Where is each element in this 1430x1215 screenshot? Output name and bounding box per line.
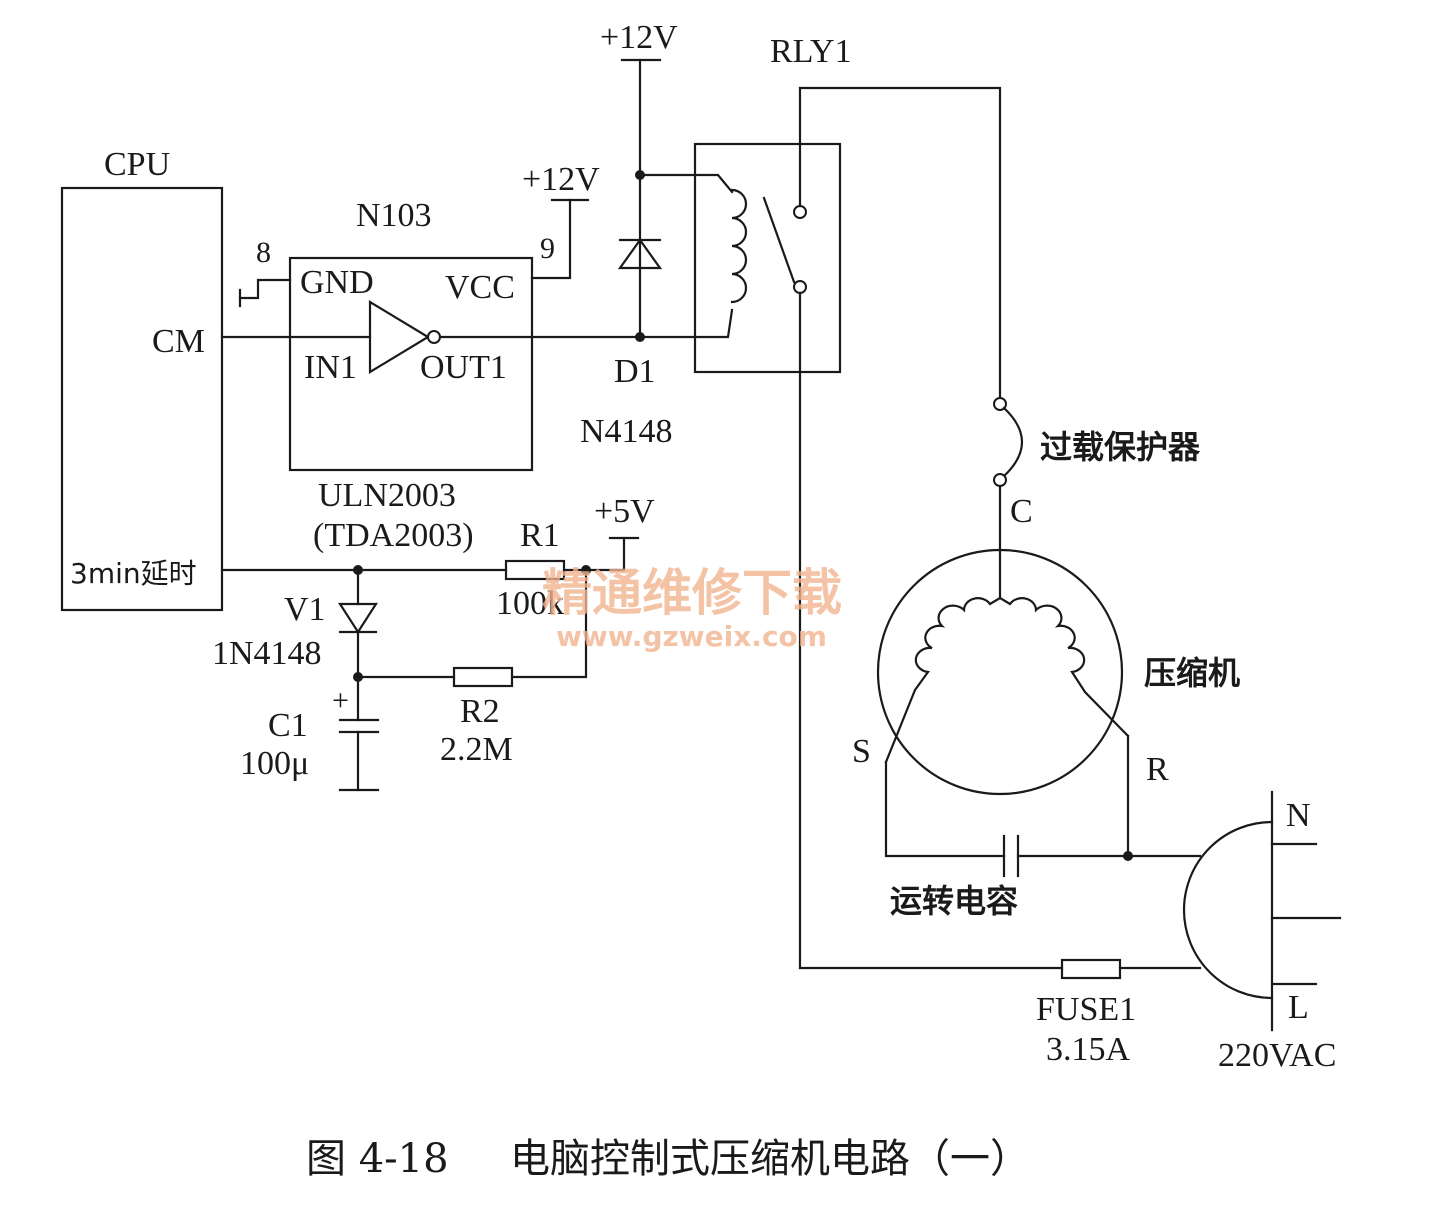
r1-ref: R1: [520, 517, 560, 554]
ic-part: ULN2003: [318, 477, 456, 514]
protector-label: 过载保护器: [1040, 428, 1201, 466]
caption-figure: 图 4-18: [306, 1136, 449, 1182]
cpu-title: CPU: [104, 146, 170, 183]
v1-ref: V1: [284, 591, 326, 628]
overload-protector: 过载保护器 C: [993, 397, 1201, 600]
mains-l: L: [1288, 989, 1309, 1026]
gnd-pin8: 8: [238, 236, 292, 308]
mains-n: N: [1286, 797, 1311, 834]
fuse-ref: FUSE1: [1036, 991, 1136, 1028]
terminal-r: R: [1146, 751, 1169, 788]
vcc-pin9: +12V 9: [522, 161, 600, 280]
c1-ref: C1: [268, 707, 308, 744]
figure-caption: 图 4-18 电脑控制式压缩机电路（一）: [306, 1136, 1030, 1182]
ic-vcc-label: VCC: [445, 269, 515, 306]
ic-in1-label: IN1: [304, 349, 357, 386]
compressor-label: 压缩机: [1144, 654, 1240, 692]
diode-d1-icon: [617, 238, 663, 270]
ic-gnd-label: GND: [300, 264, 374, 301]
fuse-icon: [1060, 958, 1122, 980]
relay-rly1: RLY1: [638, 33, 852, 970]
ic-part-alt: (TDA2003): [313, 517, 474, 554]
supply-5v: +5V: [594, 493, 655, 530]
run-capacitor-label: 运转电容: [890, 882, 1018, 920]
wire-relay-protector: [798, 86, 1002, 400]
fuse-rating: 3.15A: [1046, 1031, 1131, 1068]
r1-value: 100k: [496, 585, 564, 622]
compressor-body-icon: [876, 548, 1124, 796]
run-capacitor: 运转电容: [884, 734, 1133, 920]
relay-contact-top: [793, 205, 807, 219]
pin8-label: 8: [256, 236, 271, 269]
ic-out1-label: OUT1: [420, 349, 507, 386]
ic-uln2003: N103 GND VCC IN1 OUT1 ULN2003 (TDA2003): [288, 197, 534, 554]
relay-contact-bottom: [793, 280, 807, 294]
watermark-line1: 精通维修下载: [542, 564, 842, 622]
r2-value: 2.2M: [440, 731, 513, 768]
mains-plug: N L 220VAC: [1126, 790, 1342, 1074]
watermark-line2: www.gzweix.com: [556, 620, 827, 653]
cpu-pin-delay: 3min延时: [70, 557, 197, 590]
diode-d1: +12V D1 N4148: [580, 19, 678, 450]
terminal-c: C: [1010, 493, 1033, 530]
d1-ref: D1: [614, 353, 656, 390]
supply-12v-top: +12V: [600, 19, 678, 56]
protector-switch-icon: [1002, 406, 1024, 478]
supply-12v-ic: +12V: [522, 161, 600, 198]
relay-ref: RLY1: [770, 33, 852, 70]
v1-part: 1N4148: [212, 635, 322, 672]
compressor: 压缩机 S R: [852, 548, 1240, 796]
winding-run-icon: [998, 596, 1130, 738]
mains-voltage: 220VAC: [1218, 1037, 1336, 1074]
relay-coil-icon: [730, 188, 748, 304]
r2-icon: [452, 666, 514, 688]
inverter-bubble: [427, 330, 441, 344]
cpu-pin-cm: CM: [152, 323, 205, 360]
c1-polarity: +: [332, 684, 349, 717]
delay-circuit: +5V R1 100k V1 1N4148 R2 2.2M + C1 100μ: [212, 493, 655, 792]
ic-ref: N103: [356, 197, 432, 234]
c1-value: 100μ: [240, 745, 309, 782]
winding-start-icon: [884, 596, 1002, 764]
fuse1: FUSE1 3.15A: [798, 958, 1202, 1068]
plug-icon: [1182, 820, 1274, 1000]
r2-ref: R2: [460, 693, 500, 730]
pin9-label: 9: [540, 232, 555, 265]
d1-part: N4148: [580, 413, 673, 450]
diode-v1-icon: [337, 602, 379, 635]
caption-title: 电脑控制式压缩机电路（一）: [510, 1136, 1030, 1182]
watermark: 精通维修下载 www.gzweix.com: [542, 564, 842, 653]
cpu-block: CPU CM 3min延时: [60, 146, 224, 612]
terminal-s: S: [852, 733, 871, 770]
